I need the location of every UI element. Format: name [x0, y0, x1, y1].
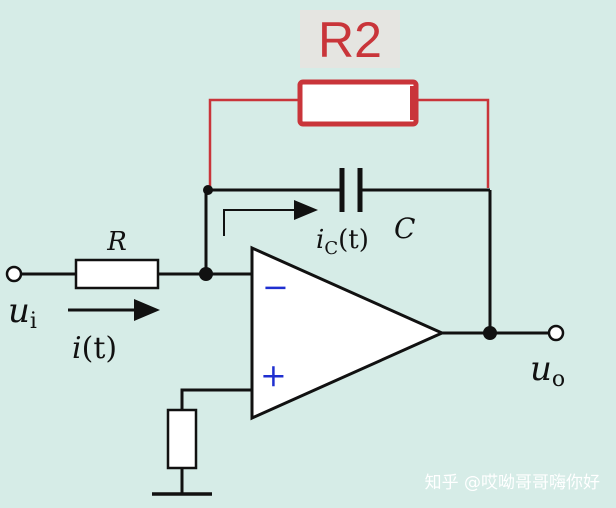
noninverting-wire	[180, 388, 252, 410]
output-voltage-label: uo	[530, 349, 565, 392]
capacitor-current-arrow-line	[223, 209, 300, 236]
output-voltage-subscript: o	[552, 367, 565, 392]
capacitor-label: C	[394, 212, 415, 245]
capacitor-current-arrowhead	[294, 200, 318, 220]
input-terminal	[5, 265, 23, 283]
input-current-arrowhead	[134, 299, 160, 321]
input-voltage-subscript: i	[30, 309, 37, 334]
r2-terminal-mark	[410, 86, 416, 120]
output-junction-dot	[483, 326, 497, 340]
watermark: 知乎 @哎呦哥哥嗨你好	[425, 473, 600, 493]
r2-label-group: R2	[300, 10, 400, 68]
input-current-argument: (t)	[82, 331, 117, 366]
capacitor-current-subscript: C	[324, 238, 338, 259]
opamp-inverting-sign: −	[262, 268, 289, 306]
output-terminal	[547, 324, 565, 342]
capacitor-current-argument: (t)	[338, 225, 369, 255]
input-voltage-label: ui	[8, 291, 37, 334]
input-resistor	[74, 258, 160, 290]
capacitor-left-junction	[203, 185, 213, 195]
feedback-resistor-branch	[208, 98, 490, 188]
capacitor-current-label: iC(t)	[316, 225, 369, 259]
input-voltage-symbol: u	[8, 291, 30, 331]
capacitor-current-symbol: i	[316, 225, 324, 255]
ground-branch	[152, 388, 252, 496]
inverting-junction-dot	[199, 267, 213, 281]
r2-label: R2	[318, 12, 382, 68]
r2-right-wire	[416, 98, 490, 188]
input-current-symbol: i	[72, 331, 82, 366]
opamp-triangle	[250, 245, 446, 421]
input-current-arrow	[68, 299, 160, 321]
r2-left-wire	[208, 98, 300, 188]
input-current-label: i(t)	[72, 331, 117, 366]
capacitor-current-arrow	[223, 200, 318, 236]
opamp-noninverting-sign: +	[260, 356, 287, 394]
feedback-resistor-r2	[297, 79, 419, 127]
capacitor-branch	[206, 168, 490, 212]
input-resistor-label: R	[106, 227, 127, 257]
output-voltage-symbol: u	[530, 349, 552, 389]
r2-label-background	[300, 10, 400, 68]
output-wiring	[442, 190, 550, 335]
ground-resistor	[166, 408, 198, 470]
